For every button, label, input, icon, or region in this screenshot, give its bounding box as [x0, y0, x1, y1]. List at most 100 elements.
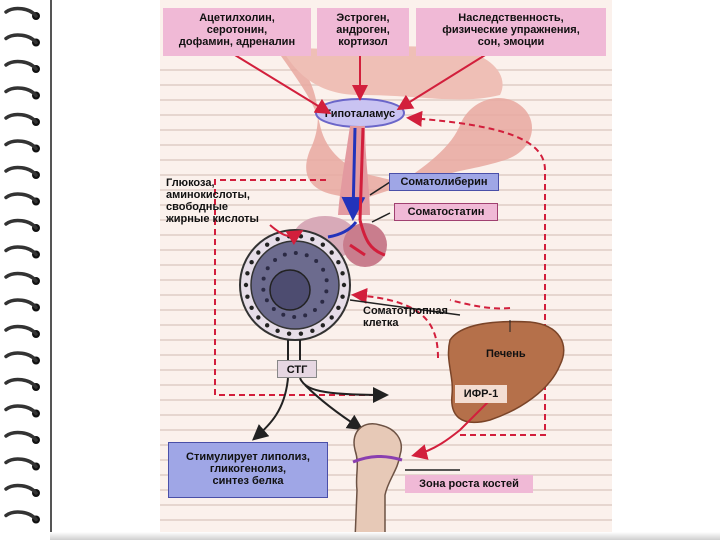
heredity-line-3: сон, эмоции — [477, 36, 545, 48]
spiral-ring — [4, 483, 38, 495]
granule — [249, 305, 254, 310]
granule — [245, 294, 250, 299]
granule — [329, 250, 334, 255]
hormones-box: Эстроген, андроген, кортизол — [317, 8, 409, 56]
cell-label-pointer — [349, 299, 461, 316]
granule — [303, 313, 308, 318]
somatostatin-text: Соматостатин — [407, 206, 485, 218]
nutrients-line-4: жирные кислоты — [166, 213, 259, 225]
nutrients-line-1: Глюкоза, — [166, 177, 215, 189]
granule — [312, 308, 317, 313]
spiral-ring — [4, 510, 38, 522]
arrow-igf-to-bone — [411, 399, 491, 460]
somatotroph-cell-label: Соматотропная клетка — [363, 305, 473, 329]
effects-line-3: синтез белка — [212, 475, 284, 487]
arrow-nutrients — [269, 224, 304, 246]
granule — [273, 257, 278, 262]
spiral-ring — [4, 165, 38, 177]
stg-text: СТГ — [286, 364, 308, 376]
dashed-feedback-right — [406, 110, 546, 436]
heredity-box: Наследственность, физические упражнения,… — [416, 8, 606, 56]
notebook-spiral — [4, 6, 40, 524]
granule — [320, 242, 326, 247]
granule — [264, 323, 270, 328]
granule — [245, 271, 250, 276]
nutrients-line-3: свободные — [166, 201, 228, 213]
granule — [249, 260, 254, 265]
spiral-ring — [4, 271, 38, 283]
spiral-ring — [4, 139, 38, 151]
granule — [243, 282, 249, 288]
granule — [304, 253, 309, 258]
granule — [275, 328, 280, 334]
granule — [336, 305, 341, 310]
granule — [286, 331, 292, 336]
granule — [310, 236, 315, 242]
page-frame — [50, 0, 712, 540]
spiral-ring — [4, 192, 38, 204]
granule — [321, 267, 326, 272]
somatostatin-box: Соматостатин — [394, 203, 498, 221]
figure: Гипоталамус — [160, 0, 612, 540]
igf-text: ИФР-1 — [463, 388, 499, 400]
granule — [281, 312, 286, 317]
cell-nucleus — [269, 269, 311, 311]
granule — [293, 251, 298, 256]
granule — [310, 328, 315, 334]
growth-plate — [352, 455, 403, 464]
granule — [256, 315, 261, 320]
effects-line-2: гликогенолиз, — [209, 463, 287, 475]
bone-growth-box: Зона роста костей — [405, 475, 533, 493]
nutrients-label: Глюкоза, аминокислоты, свободные жирные … — [166, 177, 296, 225]
somatoliberin-pointer — [369, 181, 391, 196]
granule — [292, 314, 297, 319]
portal-vessel-red-2 — [358, 219, 386, 257]
granule — [340, 271, 345, 276]
neuro-line-1: Ацетилхолин, — [199, 12, 275, 24]
neurotransmitters-box: Ацетилхолин, серотонин, дофамин, адренал… — [163, 8, 311, 56]
spiral-ring — [4, 6, 38, 18]
bone-shape — [353, 423, 402, 540]
granule — [261, 276, 266, 281]
cell-label-line-1: Соматотропная — [363, 305, 448, 317]
granule — [329, 315, 334, 320]
brain-upper — [280, 45, 503, 100]
arrow-to-effects — [251, 377, 289, 441]
granule — [261, 287, 266, 292]
arrow-heredity — [396, 51, 491, 111]
spiral-ring — [4, 245, 38, 257]
granule — [320, 323, 326, 328]
granule — [320, 299, 325, 304]
spiral-ring — [4, 59, 38, 71]
granule — [324, 289, 329, 294]
granule — [282, 252, 287, 257]
portal-vessel-blue-2 — [327, 221, 358, 239]
portal-vessel-blue — [341, 127, 366, 221]
hypothalamus-label: Гипоталамус — [325, 108, 395, 120]
page-shadow — [50, 532, 720, 540]
hormones-line-1: Эстроген, — [336, 12, 390, 24]
granule — [264, 242, 270, 247]
spiral-ring — [4, 377, 38, 389]
spiral-ring — [4, 404, 38, 416]
spiral-ring — [4, 457, 38, 469]
somatoliberin-text: Соматолиберин — [400, 176, 488, 188]
igf-box: ИФР-1 — [455, 385, 507, 403]
spiral-ring — [4, 112, 38, 124]
granule — [264, 298, 269, 303]
arrow-to-bone — [304, 384, 364, 431]
hormones-line-2: андроген, — [336, 24, 390, 36]
neuro-line-3: дофамин, адреналин — [178, 36, 296, 48]
hormones-line-3: кортизол — [338, 36, 388, 48]
liver-label: Печень — [486, 348, 526, 360]
inhibition-mark — [349, 243, 366, 257]
granule — [324, 278, 329, 283]
spiral-ring — [4, 298, 38, 310]
dashed-feedback-left — [214, 179, 385, 396]
portal-vessel-red — [358, 127, 365, 221]
bone-growth-text: Зона роста костей — [419, 478, 519, 490]
somatostatin-pointer — [371, 212, 391, 223]
granule — [298, 234, 304, 239]
granule — [271, 306, 276, 311]
granule — [336, 260, 341, 265]
